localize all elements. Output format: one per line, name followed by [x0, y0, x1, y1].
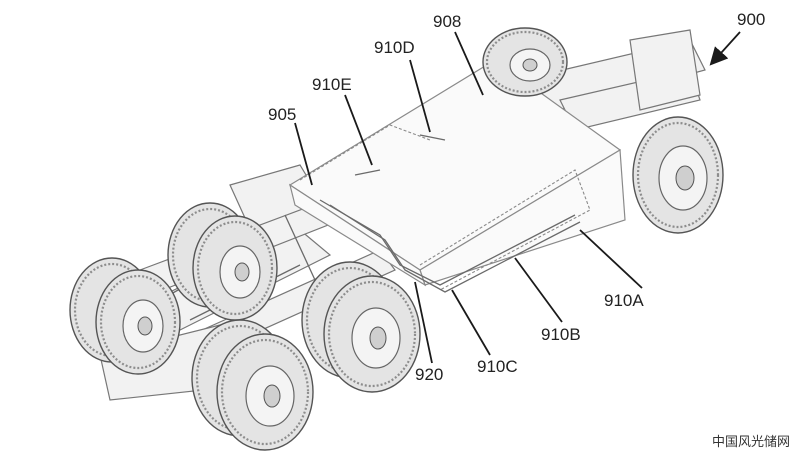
- tandem-wheels-left: [69, 202, 278, 375]
- label-910B: 910B: [541, 325, 581, 344]
- leader-920: [414, 281, 433, 364]
- label-910E: 910E: [312, 75, 352, 94]
- leader-910E: [344, 94, 373, 166]
- leader-910B: [514, 257, 563, 323]
- label-920: 920: [415, 365, 443, 384]
- leader-910A: [579, 229, 643, 289]
- leader-910C: [451, 289, 491, 356]
- rear-wheels: [482, 27, 724, 234]
- label-908: 908: [433, 12, 461, 31]
- leader-910D: [409, 59, 431, 133]
- watermark-text: 中国风光储网: [712, 435, 790, 450]
- leader-905: [294, 122, 313, 186]
- label-900: 900: [737, 10, 765, 29]
- tandem-wheels-right: [191, 261, 421, 451]
- leader-908: [454, 31, 484, 96]
- label-910D: 910D: [374, 38, 415, 57]
- label-910A: 910A: [604, 291, 644, 310]
- label-910C: 910C: [477, 357, 518, 376]
- battery-pack: [288, 59, 626, 293]
- leader-900: [709, 31, 741, 66]
- leader-lines: [294, 31, 741, 364]
- label-905: 905: [268, 105, 296, 124]
- reference-labels: 900 908 910D 910E 905 910A 910B 910C 920: [268, 10, 765, 384]
